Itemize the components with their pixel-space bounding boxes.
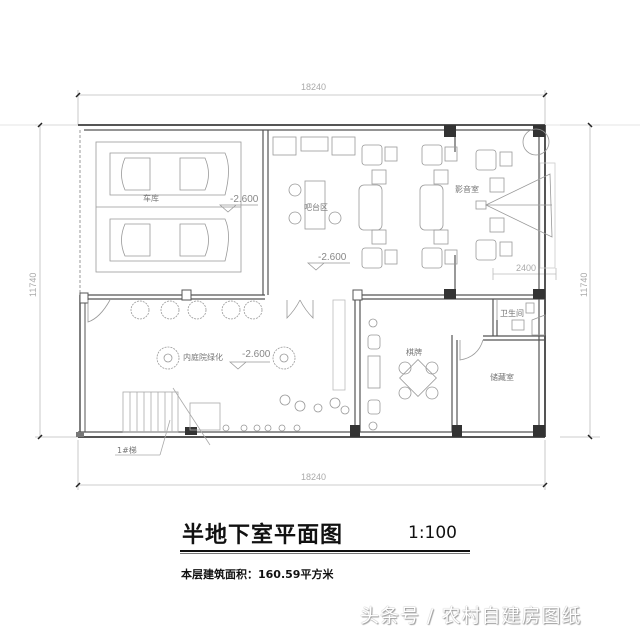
room-label-storage: 储藏室: [490, 372, 514, 382]
doors: [87, 299, 498, 391]
interior-walls: [80, 130, 545, 432]
title-underline: [180, 550, 470, 552]
chess-room-furniture: [367, 318, 439, 431]
av-room-width-label: 2400: [516, 263, 536, 273]
room-label-bathroom: 卫生间: [500, 308, 524, 318]
structural-columns: [76, 125, 545, 437]
top-dimension-label: 18240: [301, 82, 326, 92]
exterior-walls: [78, 124, 546, 438]
drawing-scale: 1:100: [408, 523, 457, 543]
room-label-bar-area: 吧台区: [304, 202, 328, 212]
bar-area-furniture: [272, 136, 458, 269]
level-mark-garage: -2.600: [230, 194, 259, 205]
room-label-stair: 1#梯: [117, 445, 137, 455]
floor-area-label: 本层建筑面积：160.59平方米: [181, 568, 334, 581]
bottom-dimension-label: 18240: [301, 472, 326, 482]
room-label-courtyard: 内庭院绿化: [183, 352, 223, 362]
bathroom-fixtures: [511, 302, 546, 336]
watermark: 头条号 / 农村自建房图纸: [360, 605, 582, 627]
room-label-chess-room: 棋牌: [406, 347, 422, 357]
courtyard-plants: [130, 300, 350, 432]
car-icon: [109, 152, 229, 196]
level-marker-icon: [306, 262, 350, 271]
car-icon: [109, 218, 229, 262]
garage-room: [95, 141, 242, 273]
level-mark-courtyard: -2.600: [242, 349, 271, 360]
level-marker-icon: [218, 204, 258, 213]
title-underline-thin: [180, 553, 470, 554]
wall-posts: [79, 289, 363, 304]
drawing-title: 半地下室平面图: [182, 523, 344, 548]
left-dimension-label: 11740: [28, 273, 38, 297]
level-marker-icon: [228, 361, 270, 370]
level-mark-bar: -2.600: [318, 252, 347, 263]
room-label-garage: 车库: [143, 193, 159, 203]
stair-icon: [115, 387, 221, 456]
av-room-furniture: [475, 128, 556, 269]
right-dimension-label: 11740: [579, 273, 589, 297]
room-label-av-room: 影音室: [455, 184, 479, 194]
dimension-ticks: [37, 92, 593, 488]
